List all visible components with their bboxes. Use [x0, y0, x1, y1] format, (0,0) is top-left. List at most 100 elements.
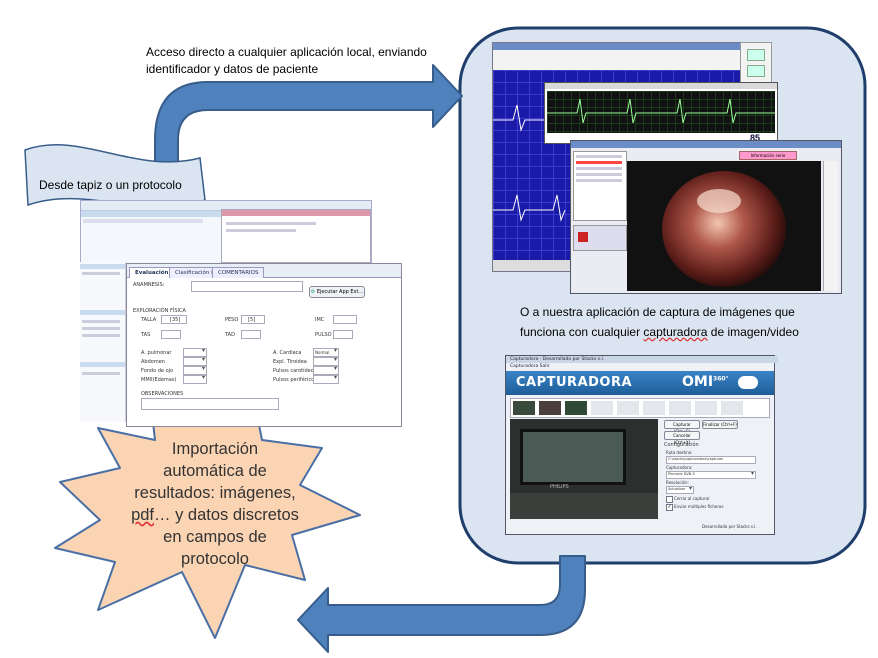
protocol-sidebar — [80, 262, 126, 422]
fondo-ojo-label: Fondo de ojo — [141, 368, 174, 374]
video-list — [573, 151, 627, 221]
star-caption: Importación automática de resultados: im… — [110, 438, 320, 570]
ecg-strip-trace — [547, 98, 775, 124]
sidebar-row-5 — [82, 372, 120, 375]
pulsos-perifericos-select[interactable] — [313, 374, 339, 384]
wavy-flag — [24, 144, 206, 208]
sidebar-row-2 — [82, 320, 120, 323]
resolucion-value: Actualizar — [668, 487, 686, 491]
video-button[interactable]: Información serie — [739, 151, 797, 160]
cloud-icon — [738, 376, 758, 389]
peso-label: PESO — [225, 317, 239, 323]
video-list-row-5[interactable] — [576, 179, 622, 182]
popup-row-1 — [226, 222, 316, 225]
sidebar-header-2 — [80, 310, 125, 315]
capturadora-select[interactable]: Pinnacle DVB-S — [666, 470, 756, 479]
tab-comentarios[interactable]: COMENTARIOS — [212, 267, 265, 278]
video-list-row-3[interactable] — [576, 167, 622, 170]
preview-monitor — [520, 429, 626, 485]
observaciones-field[interactable] — [141, 398, 279, 410]
pulso-field[interactable] — [333, 330, 353, 339]
exec-app-button[interactable]: ⚙ Ejecutar App Ext... — [309, 286, 365, 298]
cerrar-checkbox[interactable] — [666, 496, 673, 503]
video-window: Información serie — [570, 140, 842, 294]
anamnesis-field[interactable] — [191, 281, 303, 292]
thumbnail-empty-2 — [617, 401, 639, 415]
ecg-middle-window: 85 — [544, 82, 778, 144]
preview-desk — [510, 493, 658, 519]
middle-caption-underlined: capturadora — [643, 325, 708, 339]
omi-logo: OMI360° — [682, 374, 729, 390]
imc-label: IMC — [315, 317, 325, 323]
thumbnail-empty-3 — [643, 401, 665, 415]
finalizar-button[interactable]: Finalizar (Ctrl+F) — [702, 420, 738, 429]
middle-caption-part-c: de imagen/video — [707, 325, 799, 339]
config-label: Configuración — [664, 442, 699, 448]
capture-banner-title: CAPTURADORA — [516, 375, 633, 390]
capture-footer: Desarrollado por Stacks s.l. — [702, 524, 757, 529]
ecg-side-icon-2[interactable] — [747, 65, 765, 77]
peso-value: [5] — [248, 317, 256, 323]
pulsos-carotideos-label: Pulsos carotídeos — [273, 368, 317, 374]
preview-monitor-brand: PHILIPS — [550, 484, 569, 490]
protocol-form: Evaluación HTA Clasificación HTA COMENTA… — [126, 263, 402, 427]
imc-field[interactable] — [333, 315, 357, 324]
pulso-label: PULSO — [315, 332, 332, 338]
talla-label: TALLA — [141, 317, 157, 323]
video-list-row-1[interactable] — [576, 155, 622, 158]
anamnesis-label: ANAMNESIS: — [133, 282, 165, 288]
tas-field[interactable] — [161, 330, 181, 339]
endoscope-image — [662, 171, 786, 287]
capture-title: Capturadora - Desarrollado por Stacks s.… — [510, 357, 605, 362]
video-list-row-2[interactable] — [576, 161, 622, 164]
exp-tiroidea-label: Expl. Tiroidea — [273, 359, 307, 365]
sidebar-header-3 — [80, 362, 125, 367]
pulsos-perifericos-label: Pulsos periféricos — [273, 377, 317, 383]
middle-caption: O a nuestra aplicación de captura de imá… — [520, 302, 799, 342]
ruta-label: Ruta destino: — [666, 450, 693, 455]
tad-field[interactable] — [241, 330, 261, 339]
star-line-4: pdf… y datos discretos — [110, 504, 320, 526]
talla-field[interactable]: [35] — [161, 315, 187, 324]
thumbnail-1[interactable] — [513, 401, 535, 415]
ecg-back-toolbar — [493, 50, 741, 71]
video-controls — [573, 225, 627, 251]
cancelar-button[interactable]: Cancelar (Ctrl+X) — [664, 431, 700, 445]
capture-window: Capturadora - Desarrollado por Stacks s.… — [505, 355, 778, 535]
video-scrollbar[interactable] — [823, 161, 838, 291]
top-caption-line-1: Acceso directo a cualquier aplicación lo… — [146, 45, 427, 59]
ecg-back-titlebar — [493, 43, 741, 50]
top-curved-arrow — [154, 64, 463, 216]
resolucion-select[interactable]: Actualizar — [666, 485, 694, 494]
protocol-screenshot: Evaluación HTA Clasificación HTA COMENTA… — [80, 200, 402, 427]
ecg-side-icon-1[interactable] — [747, 49, 765, 61]
background-app-header — [81, 211, 221, 217]
peso-field[interactable]: [5] — [241, 315, 265, 324]
ruta-value: C:\stacks\capturadora\capturas — [668, 457, 723, 461]
star-line-6: protocolo — [181, 550, 249, 568]
capture-menu[interactable]: Capturadora Salir — [510, 364, 550, 369]
thumbnail-empty-5 — [695, 401, 717, 415]
star-line-5: en campos de — [163, 528, 267, 546]
capturar-button[interactable]: Capturar (Ctrl+C) — [664, 420, 700, 434]
thumbnail-2[interactable] — [539, 401, 561, 415]
mmii-label: MMII(Edemas) — [141, 377, 177, 383]
thumbnail-empty-1 — [591, 401, 613, 415]
omi-logo-sup: 360° — [713, 375, 729, 383]
a-cardiaca-value: Normal — [315, 350, 330, 355]
ruta-field[interactable]: C:\stacks\capturadora\capturas — [666, 456, 756, 464]
capture-banner: CAPTURADORA OMI360° — [506, 371, 774, 395]
resolucion-label: Resolución: — [666, 480, 689, 485]
sidebar-header-1 — [80, 264, 125, 269]
enviar-label: Enviar múltiples ficheros — [674, 504, 724, 509]
video-control-icon[interactable] — [578, 232, 588, 242]
thumbnail-3[interactable] — [565, 401, 587, 415]
video-list-row-4[interactable] — [576, 173, 622, 176]
background-app-window — [80, 200, 372, 264]
tas-label: TAS — [141, 332, 151, 338]
ecg-value-85: 85 — [750, 133, 761, 143]
popup-title — [222, 210, 370, 216]
mmii-select[interactable] — [183, 374, 207, 384]
sidebar-row-4 — [82, 334, 120, 337]
enviar-checkbox[interactable]: ✓ — [666, 504, 673, 511]
